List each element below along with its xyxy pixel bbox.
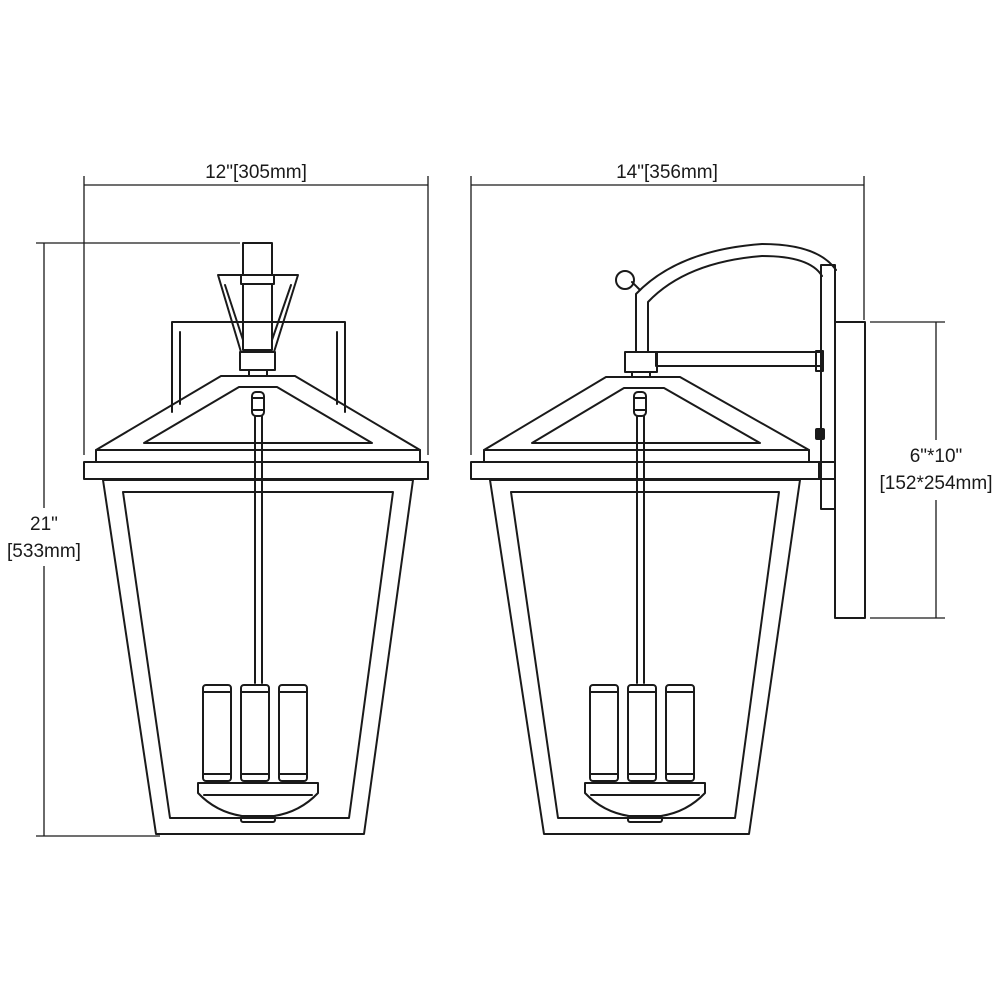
- backplate-mm: [152*254mm]: [879, 473, 992, 494]
- side-cage: [489, 479, 801, 835]
- side-arm: [615, 243, 837, 367]
- front-candles: [202, 684, 308, 782]
- svg-text:12"[305mm]: 12"[305mm]: [205, 162, 307, 183]
- side-stem: [633, 391, 647, 684]
- dimension-front-width: 12"[305mm]: [83, 162, 429, 455]
- height-inches: 21": [30, 514, 58, 535]
- front-view-lantern: [83, 242, 429, 835]
- side-depth-inches: 14": [616, 162, 644, 183]
- backplate-inches: 6"*10": [910, 446, 963, 467]
- front-finial: [217, 242, 299, 377]
- side-roof: [470, 376, 836, 480]
- side-depth-mm: [356mm]: [644, 162, 718, 183]
- side-bowl: [584, 782, 706, 823]
- dimension-height: 21" [533mm]: [7, 242, 240, 837]
- side-candles: [589, 684, 695, 782]
- svg-text:14"[356mm]: 14"[356mm]: [616, 162, 718, 183]
- side-wallplate: [815, 264, 866, 619]
- front-bowl: [197, 782, 319, 823]
- side-view-lantern: [470, 243, 866, 835]
- dimension-side-depth: 14"[356mm]: [470, 162, 865, 455]
- dimension-backplate: 6"*10" [152*254mm]: [870, 321, 993, 619]
- height-mm: [533mm]: [7, 541, 81, 562]
- front-cage: [102, 479, 414, 835]
- front-stem: [251, 391, 265, 684]
- side-collar: [624, 351, 658, 378]
- front-backplate: [171, 321, 346, 413]
- front-width-mm: [305mm]: [233, 162, 307, 183]
- front-width-inches: 12": [205, 162, 233, 183]
